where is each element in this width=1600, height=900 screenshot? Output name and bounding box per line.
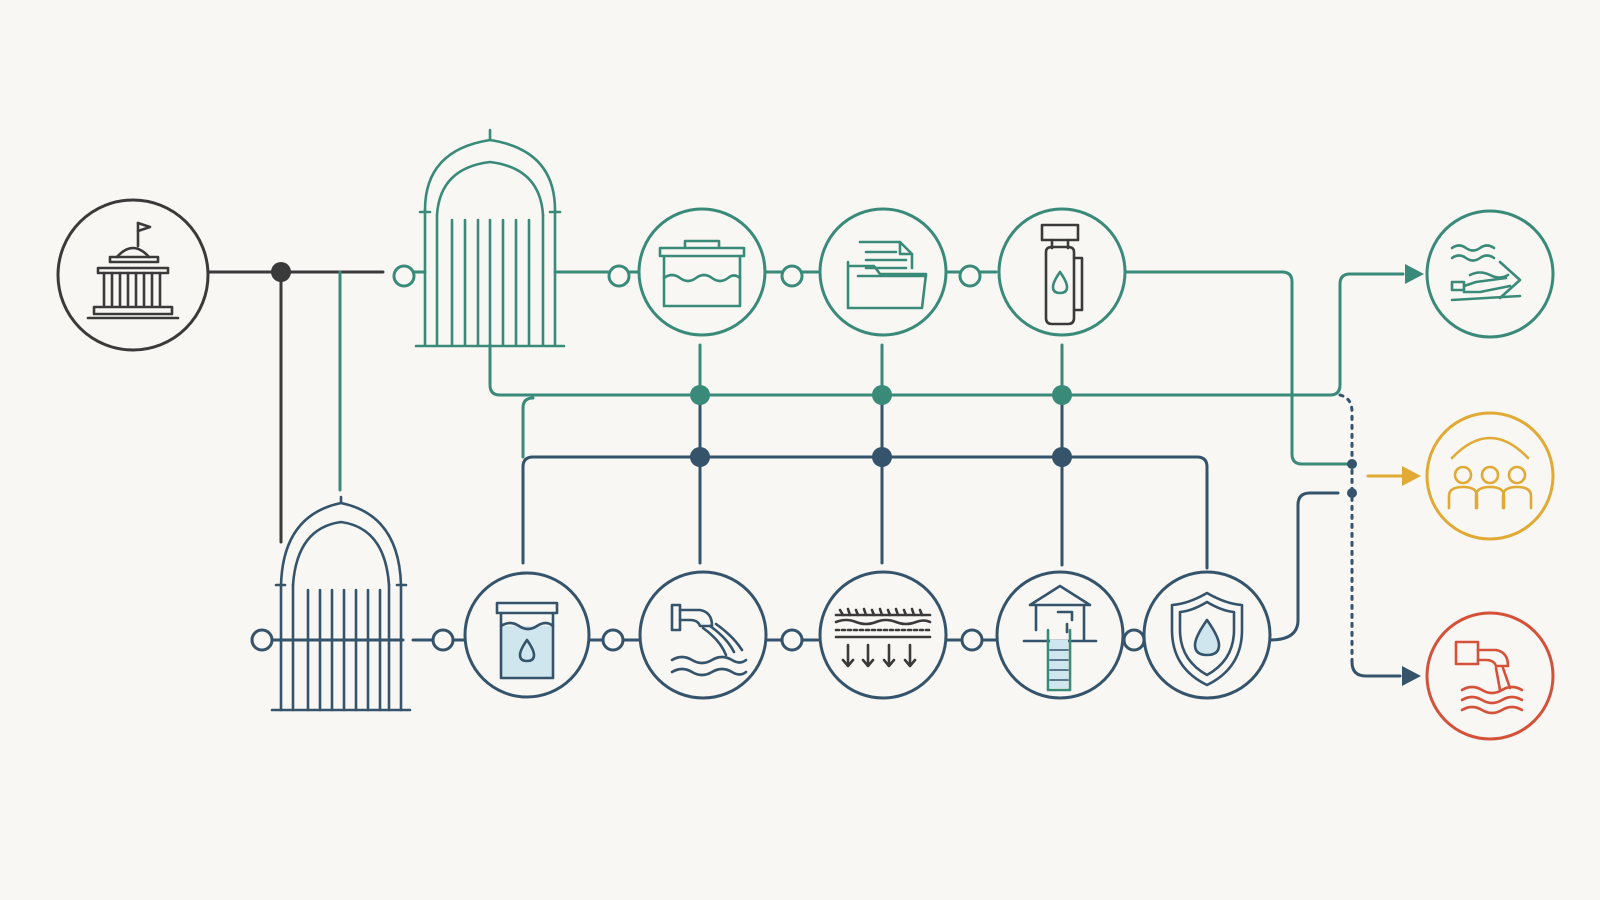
port-circle	[392, 264, 416, 288]
water-tank-icon	[658, 239, 746, 308]
junction-dot	[271, 262, 291, 282]
port-circle	[1122, 628, 1146, 652]
arched-gate-icon	[270, 495, 412, 712]
port-circle	[431, 628, 455, 652]
node-community[interactable]	[1425, 411, 1555, 541]
connector-dashed-merge	[1338, 393, 1354, 664]
junction-dot	[690, 385, 710, 405]
node-records[interactable]	[818, 207, 948, 337]
node-water-bottle[interactable]	[997, 207, 1127, 337]
port-circle	[250, 628, 274, 652]
port-circle	[607, 264, 631, 288]
arched-gate-icon	[414, 128, 566, 348]
port-circle	[780, 628, 804, 652]
river-diversion-icon	[1450, 244, 1522, 302]
junction-dots	[271, 262, 1357, 498]
water-dispenser-icon	[1040, 223, 1084, 326]
node-pollution-discharge[interactable]	[1425, 611, 1555, 741]
node-outflow-pipe[interactable]	[638, 570, 768, 700]
junction-dot	[690, 447, 710, 467]
connector-merge-to-pollution	[1350, 660, 1402, 678]
port-circle	[601, 628, 625, 652]
port-circle	[960, 628, 984, 652]
junction-dot	[1052, 385, 1072, 405]
connector-lower-bus	[521, 455, 1209, 570]
capitol-building-icon	[86, 221, 180, 320]
arrowhead-community	[1402, 466, 1421, 486]
connector-lower-to-upper-bus	[521, 396, 535, 459]
node-well[interactable]	[995, 570, 1125, 700]
connector-shield-to-merge	[1268, 491, 1340, 642]
port-circle	[958, 264, 982, 288]
outflow-pipe-icon	[670, 603, 748, 677]
node-treatment-gate-upper[interactable]	[414, 128, 566, 348]
junction-dot	[1052, 447, 1072, 467]
shield-water-icon	[1170, 591, 1244, 687]
connector-bottle-to-merge	[1120, 270, 1354, 466]
document-folder-icon	[846, 240, 928, 310]
community-people-icon	[1447, 436, 1533, 510]
arrowhead-pollution	[1402, 666, 1421, 686]
node-protection[interactable]	[1142, 570, 1272, 700]
node-storage-tank[interactable]	[637, 207, 767, 337]
node-government[interactable]	[56, 198, 210, 352]
junction-dot	[872, 447, 892, 467]
port-circle	[780, 264, 804, 288]
water-well-icon	[1022, 584, 1098, 692]
node-water-container[interactable]	[463, 571, 591, 699]
node-filtration[interactable]	[818, 570, 948, 700]
pollution-discharge-icon	[1454, 640, 1524, 715]
junction-dot	[1347, 488, 1357, 498]
ports	[250, 264, 1146, 652]
node-treatment-gate-lower[interactable]	[270, 495, 412, 712]
soil-filtration-icon	[834, 607, 932, 668]
node-river-diversion[interactable]	[1425, 209, 1555, 339]
arrowhead-river-diversion	[1405, 264, 1424, 284]
connector-bus-to-lower-nodes	[698, 393, 1064, 567]
water-container-icon	[495, 601, 559, 680]
junction-dot	[1347, 459, 1357, 469]
junction-dot	[872, 385, 892, 405]
connector-main-bus-to-river	[488, 272, 1405, 397]
